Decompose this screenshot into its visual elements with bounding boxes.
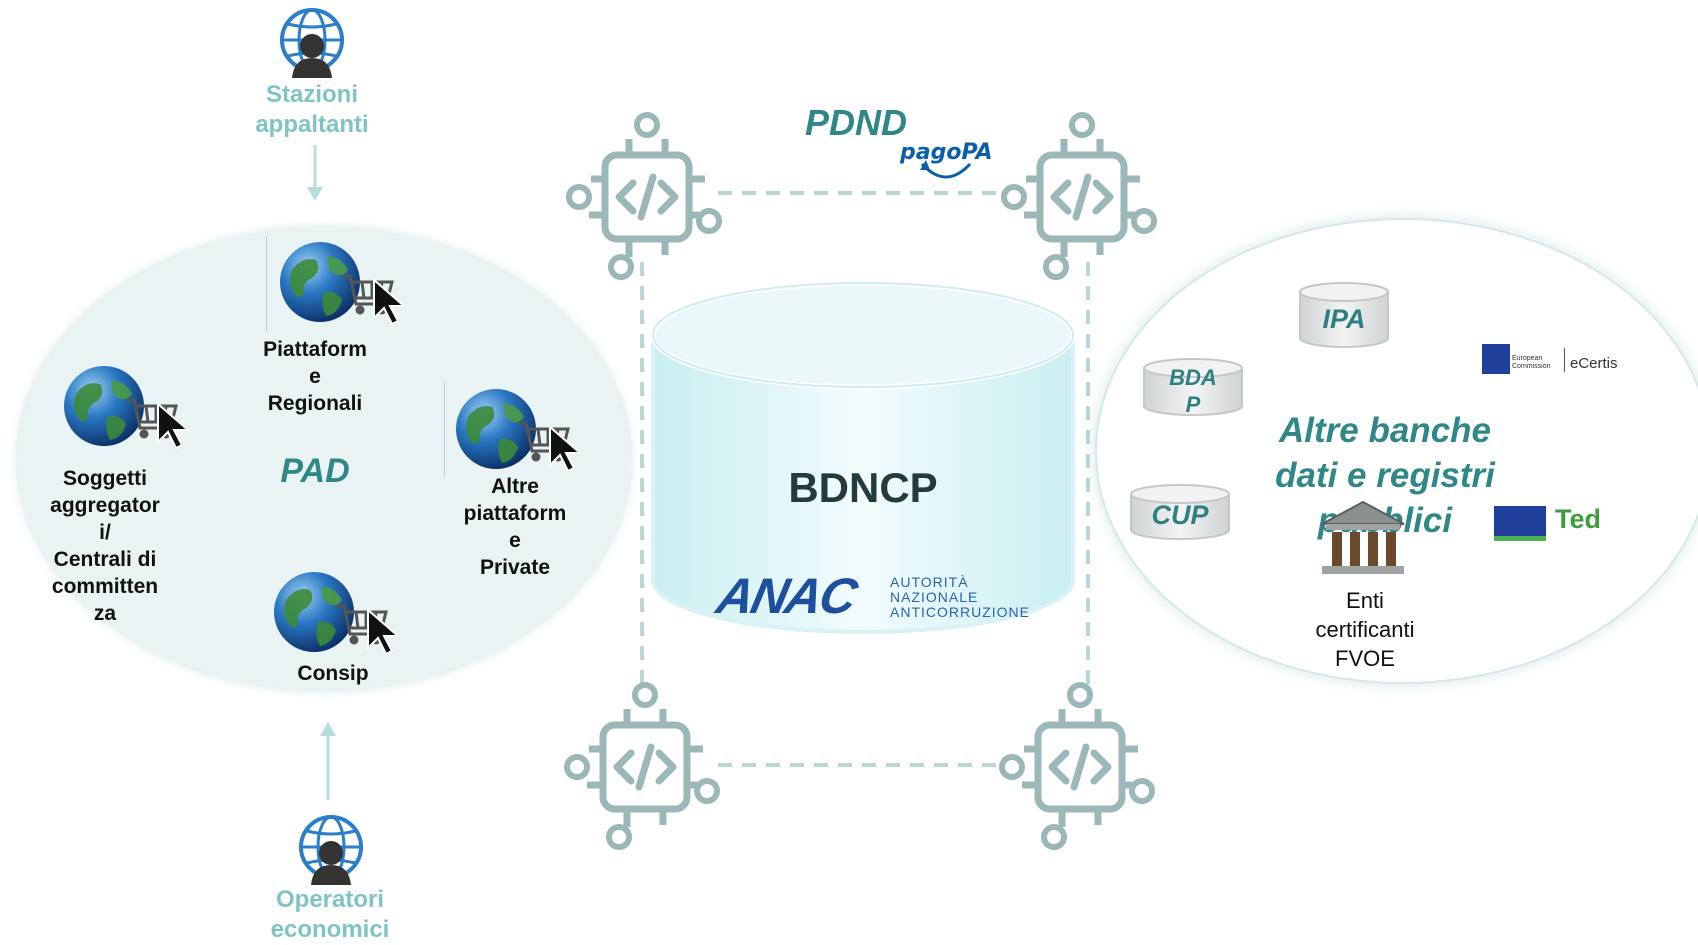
- ap-line4: Private: [479, 556, 551, 579]
- bdncp-database: [650, 280, 1076, 634]
- enti-line1: Enti: [1346, 588, 1384, 613]
- bdap-line1: BDA: [1169, 365, 1217, 390]
- bank-building-icon: [1321, 500, 1405, 574]
- pr-line2: e: [309, 365, 321, 388]
- sog-line3: i/: [99, 521, 111, 544]
- pagopa-swoosh-icon: [920, 160, 972, 179]
- sog-line4: Centrali di: [53, 548, 157, 571]
- ec-line1: European: [1512, 355, 1543, 362]
- anac-logo: ANAC: [712, 568, 861, 624]
- operatori-line1: Operatori: [275, 886, 385, 913]
- bdap-line2: P: [1185, 392, 1201, 417]
- sog-line6: za: [93, 602, 117, 625]
- consip-label: Consip: [297, 662, 369, 685]
- pdnd-label: PDND: [805, 102, 908, 143]
- pr-line1: Piattaform: [263, 338, 367, 361]
- api-chip-icon: [1010, 125, 1160, 285]
- pad-label: PAD: [280, 452, 350, 490]
- divider-line: [266, 236, 267, 332]
- sog-line2: aggregator: [50, 494, 160, 517]
- registri-ellipse: [1095, 218, 1698, 684]
- sog-line5: committen: [51, 575, 159, 598]
- ecertis-divider: [1564, 348, 1565, 372]
- eu-flag-icon: [1482, 344, 1510, 374]
- registri-title: Altre banche dati e registri pubblici: [1240, 408, 1530, 543]
- sog-line1: Soggetti: [63, 467, 147, 490]
- ec-text: European Commission: [1512, 355, 1551, 371]
- ted-label: Ted: [1555, 504, 1601, 534]
- anac-line1: AUTORITÀ: [890, 574, 969, 590]
- ecertis-label: eCertis: [1570, 355, 1618, 372]
- enti-line2: certificanti: [1315, 617, 1415, 642]
- api-chip-icon: [575, 125, 725, 285]
- altre-private-label: Altre piattaform e Private: [440, 473, 590, 581]
- stazioni-line2: appaltanti: [255, 111, 369, 138]
- ap-line3: e: [509, 529, 521, 552]
- anac-text: AUTORITÀ NAZIONALE ANTICORRUZIONE: [890, 575, 1030, 620]
- pr-line3: Regionali: [267, 392, 363, 415]
- divider-line: [444, 382, 445, 478]
- enti-label: Enti certificanti FVOE: [1290, 586, 1440, 673]
- arrow-down-icon: [307, 145, 323, 201]
- anac-line3: ANTICORRUZIONE: [890, 604, 1030, 620]
- ap-line2: piattaform: [463, 502, 567, 525]
- arrow-up-icon: [320, 722, 336, 800]
- registri-title-line2: dati e registri: [1275, 456, 1495, 495]
- ec-line2: Commission: [1512, 363, 1551, 370]
- soggetti-label: Soggetti aggregator i/ Centrali di commi…: [30, 465, 180, 627]
- registri-title-line1: Altre banche: [1279, 411, 1491, 450]
- piattaforme-regionali-label: Piattaform e Regionali: [240, 336, 390, 417]
- api-chip-icon: [1008, 695, 1158, 855]
- pagopa-logo: pagoPA: [900, 140, 993, 165]
- api-chip-icon: [573, 695, 723, 855]
- ipa-database: [1299, 282, 1389, 348]
- stazioni-label: Stazioni appaltanti: [232, 80, 392, 140]
- enti-line3: FVOE: [1335, 646, 1395, 671]
- ap-line1: Altre: [491, 475, 539, 498]
- bdap-database: [1143, 358, 1243, 416]
- cup-database: [1130, 484, 1230, 540]
- bdap-label: BDA P: [1142, 364, 1244, 418]
- anac-line2: NAZIONALE: [890, 589, 979, 605]
- stazioni-line1: Stazioni: [265, 81, 358, 108]
- cup-label: CUP: [1151, 500, 1209, 530]
- ted-flag-icon: [1494, 506, 1546, 541]
- operatori-label: Operatori economici: [250, 885, 410, 945]
- ipa-label: IPA: [1322, 304, 1366, 334]
- operatori-line2: economici: [270, 916, 390, 943]
- bdncp-title: BDNCP: [788, 464, 938, 511]
